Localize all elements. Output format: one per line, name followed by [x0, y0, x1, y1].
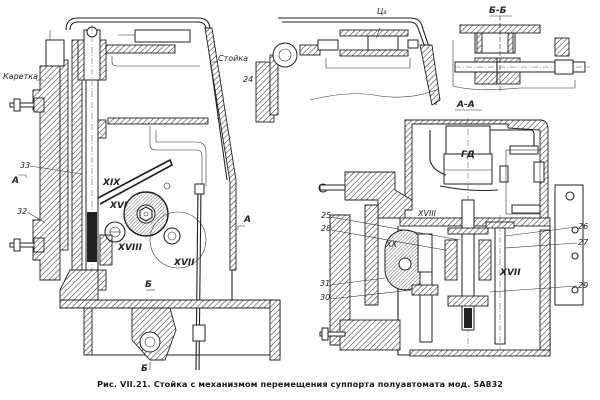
bolt	[9, 237, 45, 253]
label-29: 29	[578, 281, 588, 290]
label-stoyka: Стойка	[218, 54, 248, 63]
bolt	[9, 97, 45, 113]
gear-xvii	[149, 211, 207, 269]
main-section-view	[9, 17, 281, 371]
label-c8: Ц₈	[377, 7, 387, 16]
label-27: 27	[578, 238, 589, 247]
worm-gear	[384, 229, 426, 291]
section-marker-b-mid: Б	[145, 280, 152, 290]
label-33: 33	[20, 161, 30, 170]
label-xvii-main: XVII	[173, 258, 195, 268]
section-marker-a-right: А	[243, 215, 251, 225]
label-xix: XIX	[102, 178, 121, 188]
label-28: 28	[321, 224, 331, 233]
label-karetka: Каретка	[3, 72, 38, 81]
section-title-bb: Б-Б	[489, 6, 507, 16]
section-aa-view	[318, 109, 584, 360]
label-xx: XX	[385, 240, 397, 249]
cylinder-view	[255, 17, 441, 123]
figure-caption: Рис. VII.21. Стойка с механизмом перемещ…	[96, 379, 504, 389]
label-24: 24	[243, 75, 253, 84]
label-xviii-main: XVIII	[117, 243, 143, 253]
section-title-aa: А-А	[456, 100, 475, 110]
label-31: 31	[320, 279, 330, 288]
label-26: 26	[578, 222, 588, 231]
label-30: 30	[320, 293, 330, 302]
section-bb-view	[452, 15, 590, 92]
label-gd: ГД	[461, 150, 475, 160]
gear-xviii	[104, 221, 126, 243]
labels: Каретка Стойка 33 32 XIX XVI XVIII XVII …	[3, 6, 589, 374]
label-32: 32	[17, 207, 27, 216]
label-xvi: XVI	[109, 201, 128, 211]
label-25: 25	[321, 211, 331, 220]
section-marker-b-bottom: Б	[141, 364, 148, 374]
section-marker-a-left: А	[11, 176, 19, 186]
gear-xvi	[123, 191, 169, 237]
label-xviii-aa: XVIII	[417, 209, 437, 218]
label-xvii-aa: XVII	[499, 268, 521, 278]
